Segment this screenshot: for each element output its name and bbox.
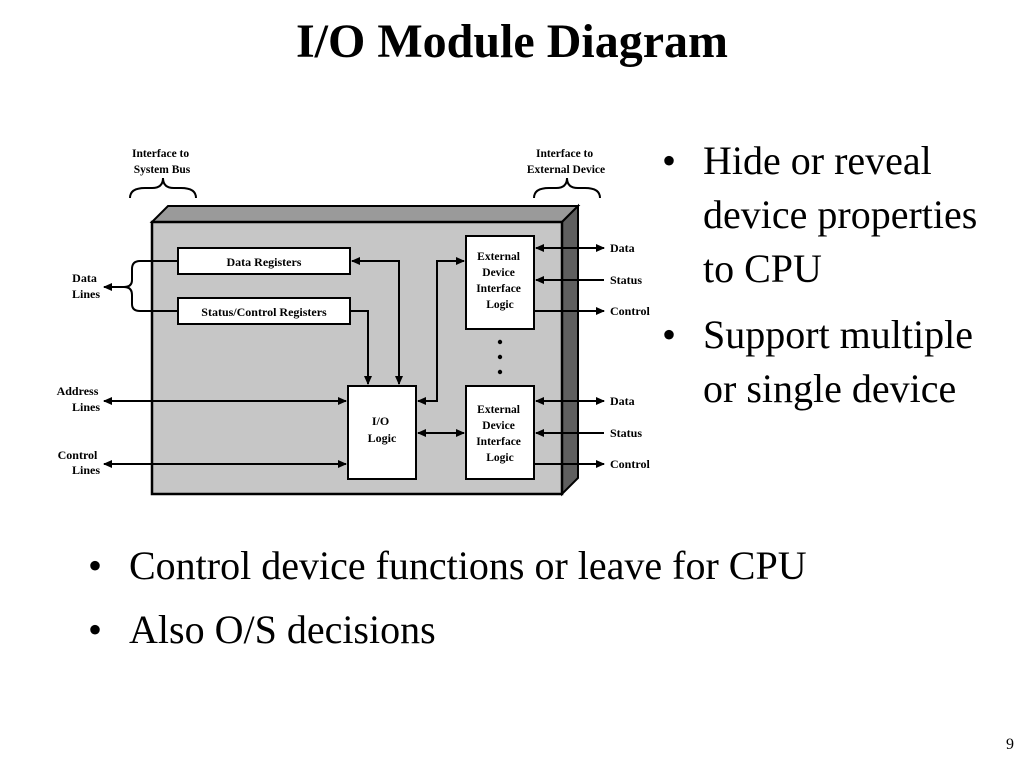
data-registers-box <box>177 247 351 275</box>
side-bullet-list: • Hide or reveal device properties to CP… <box>660 134 1015 428</box>
bottom-status-label: Status <box>610 426 642 440</box>
page-number: 9 <box>1006 736 1014 753</box>
side-bullet-item: • Hide or reveal device properties to CP… <box>660 134 1015 296</box>
module-top-face <box>149 205 581 223</box>
bottom-bullet-text: Also O/S decisions <box>129 607 436 652</box>
external-device-interface-logic-box-bottom <box>465 385 535 480</box>
address-lines-label: Address Lines <box>57 384 102 414</box>
bottom-bullet-item: • Control device functions or leave for … <box>86 538 986 594</box>
top-data-label: Data <box>610 241 635 255</box>
bottom-control-label: Control <box>610 457 650 471</box>
data-lines-connector <box>106 260 178 312</box>
top-control-label: Control <box>610 304 650 318</box>
control-lines-label: Control Lines <box>58 448 101 477</box>
status-control-registers-label: Status/Control Registers <box>201 305 327 319</box>
io-logic-label: I/O Logic <box>368 414 397 445</box>
ellipsis-dot <box>497 369 503 375</box>
system-bus-brace <box>129 177 197 199</box>
data-registers-to-logic-arrow <box>351 257 403 385</box>
side-bullet-text: Support multiple or single device <box>703 312 973 411</box>
bottom-bullet-text: Control device functions or leave for CP… <box>129 543 807 588</box>
bullet-marker: • <box>662 138 677 183</box>
bullet-marker: • <box>88 607 103 652</box>
external-device-brace <box>533 177 601 199</box>
ellipsis-dot <box>497 354 503 360</box>
io-logic-box <box>347 385 417 480</box>
status-control-registers-box <box>177 297 351 325</box>
interface-system-bus-label: Interface to System Bus <box>132 148 192 176</box>
status-registers-to-logic-arrow <box>350 310 372 385</box>
external-device-interface-logic-label-top: External Device Interface Logic <box>476 251 524 311</box>
bottom-data-label: Data <box>610 394 635 408</box>
external-device-interface-logic-box-top <box>465 235 535 330</box>
bullet-marker: • <box>88 543 103 588</box>
data-lines-label: Data Lines <box>72 271 100 301</box>
data-registers-label: Data Registers <box>227 255 302 269</box>
bottom-bullet-list: • Control device functions or leave for … <box>86 538 986 666</box>
bottom-bullet-item: • Also O/S decisions <box>86 602 986 658</box>
bullet-marker: • <box>662 312 677 357</box>
slide-title: I/O Module Diagram <box>296 15 728 68</box>
logic-to-top-interface-arrow <box>417 257 465 405</box>
module-side-face <box>561 203 579 497</box>
external-device-interface-logic-label-bottom: External Device Interface Logic <box>476 404 524 464</box>
side-bullet-text: Hide or reveal device properties to CPU <box>703 138 978 291</box>
ellipsis-dot <box>497 339 503 345</box>
interface-external-device-label: Interface to External Device <box>527 148 605 176</box>
side-bullet-item: • Support multiple or single device <box>660 308 1015 416</box>
top-status-label: Status <box>610 273 642 287</box>
